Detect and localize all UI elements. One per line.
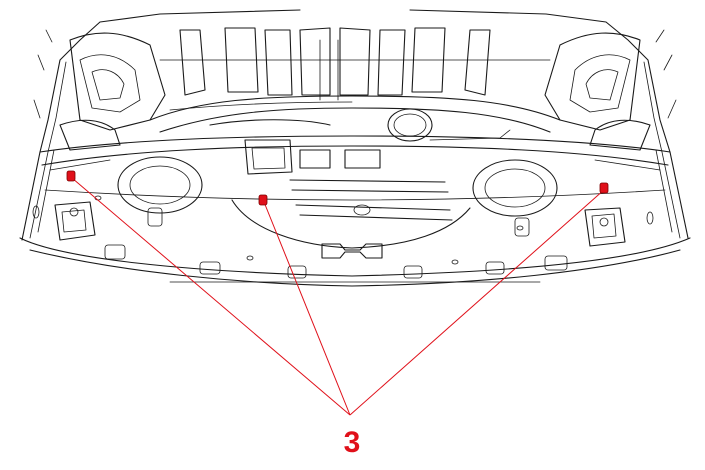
trunk-floor-panel	[32, 135, 671, 283]
leader-line-right	[349, 188, 606, 416]
callout-number: 3	[344, 426, 361, 459]
leader-line-left	[71, 177, 351, 416]
left-fastener-marker	[66, 170, 76, 182]
center-fastener-marker	[258, 194, 268, 206]
right-fastener-marker	[599, 182, 609, 194]
fastener-markers	[66, 170, 609, 206]
leader-lines	[71, 177, 606, 416]
upper-structure	[59, 27, 651, 151]
leader-line-center	[263, 201, 351, 416]
body-outline	[19, 9, 691, 287]
